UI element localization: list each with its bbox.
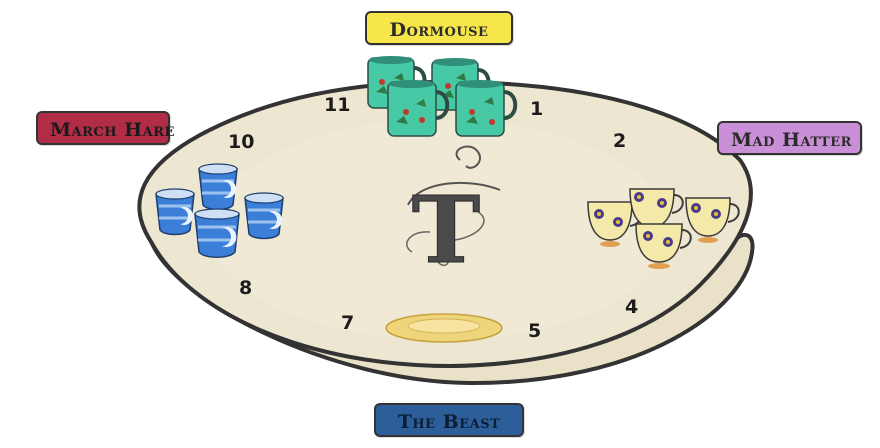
floral-teacup-icon[interactable] xyxy=(685,197,740,243)
seat-number-11[interactable]: 11 xyxy=(324,94,351,116)
table-sheen xyxy=(210,120,670,340)
monogram-letter: T xyxy=(412,176,480,284)
seat-number-2[interactable]: 2 xyxy=(613,130,627,152)
seat-number-10[interactable]: 10 xyxy=(228,131,255,153)
table xyxy=(137,80,755,386)
seat-number-8[interactable]: 8 xyxy=(239,277,253,299)
floral-teacup-icon[interactable] xyxy=(629,188,684,228)
monogram-t-icon: T xyxy=(406,145,501,285)
seat-number-4[interactable]: 4 xyxy=(625,296,639,318)
seat-number-1[interactable]: 1 xyxy=(530,98,544,120)
name-plate-mad-hatter[interactable]: Mad Hatter xyxy=(717,121,862,155)
blue-moon-cup-icon[interactable] xyxy=(155,188,195,236)
name-plate-the-beast[interactable]: The Beast xyxy=(374,403,524,437)
blue-cup-group xyxy=(155,163,284,258)
blue-moon-cup-icon[interactable] xyxy=(244,192,284,240)
saucer-icon[interactable] xyxy=(385,313,503,343)
green-mug-icon[interactable] xyxy=(455,80,518,137)
name-plate-march-hare[interactable]: March Hare xyxy=(36,111,174,145)
name-plate-dormouse[interactable]: Dormouse xyxy=(365,11,513,45)
green-mug-icon[interactable] xyxy=(367,56,427,109)
blue-moon-cup-icon[interactable] xyxy=(198,163,238,211)
floral-cup-group xyxy=(587,188,740,269)
blue-moon-cup-icon[interactable] xyxy=(194,208,240,258)
seat-number-5[interactable]: 5 xyxy=(528,320,542,342)
green-mug-group xyxy=(367,56,518,137)
floral-teacup-icon[interactable] xyxy=(587,201,642,247)
floral-teacup-icon[interactable] xyxy=(635,223,692,269)
green-mug-icon[interactable] xyxy=(387,80,450,137)
seat-number-7[interactable]: 7 xyxy=(341,312,355,334)
